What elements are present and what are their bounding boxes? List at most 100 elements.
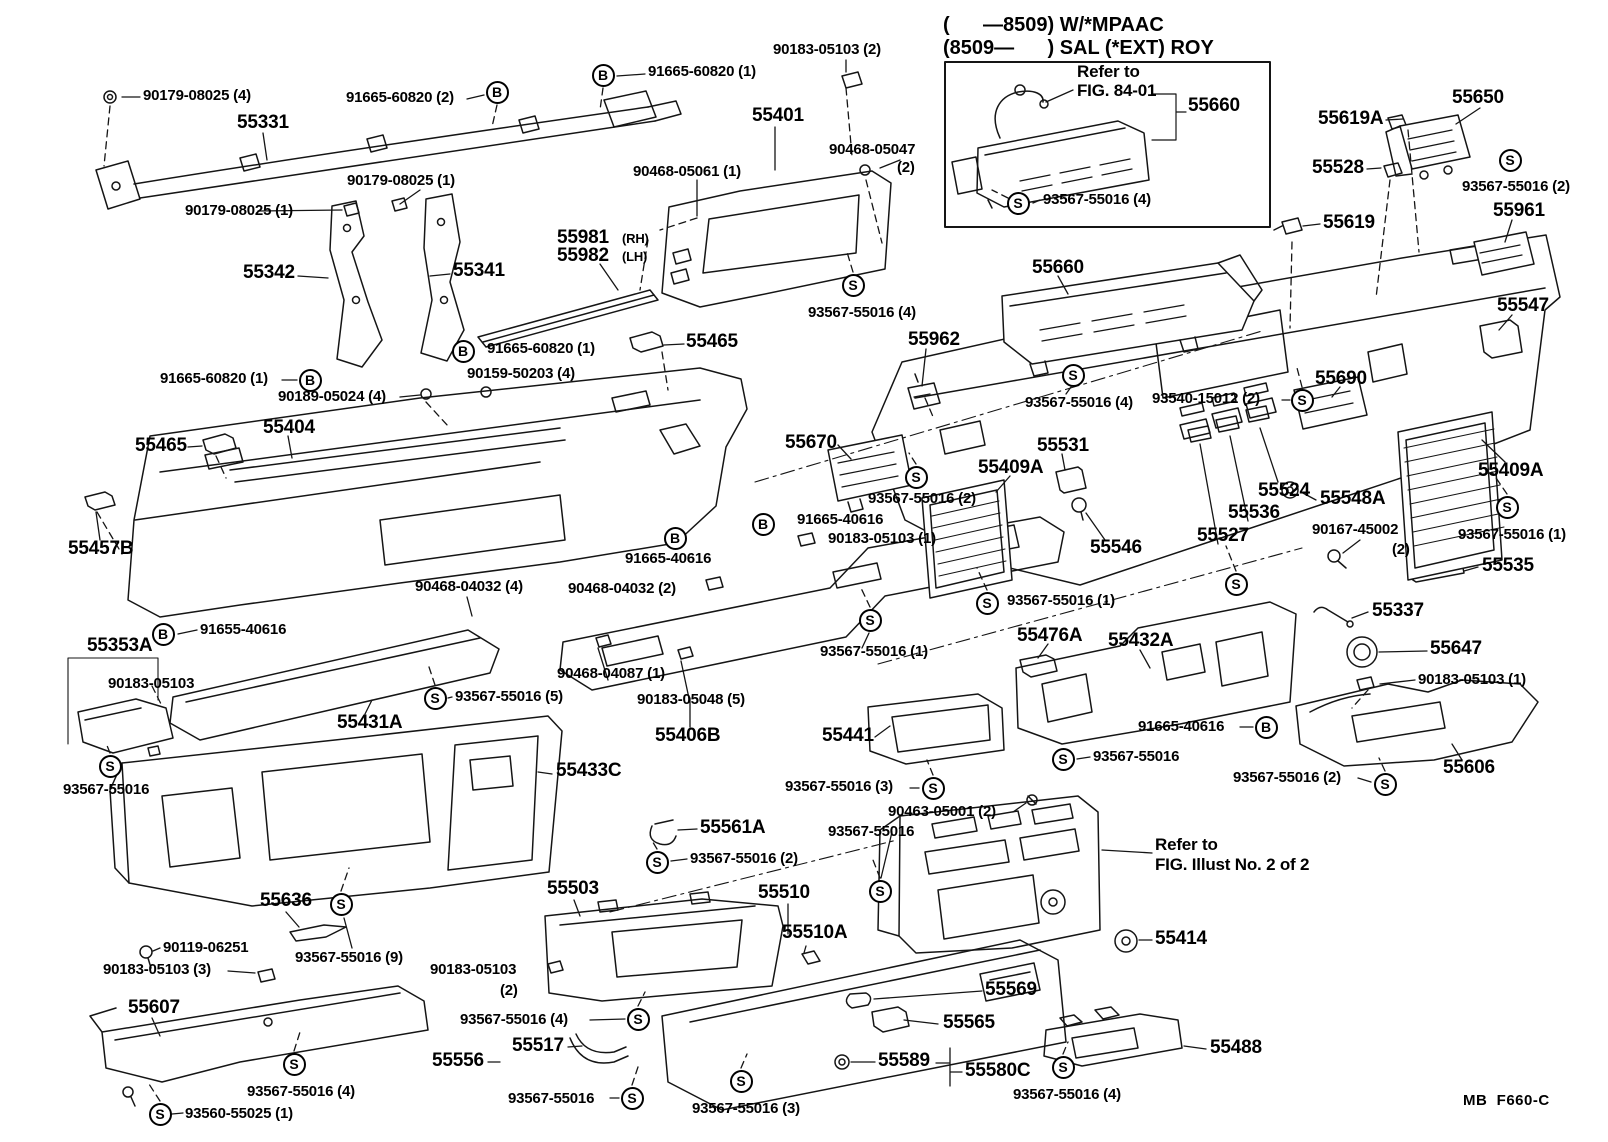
part-label: 55441 (822, 725, 874, 746)
screw-marker: S (1373, 772, 1397, 796)
part-label: 93567-55016 (1093, 748, 1180, 765)
part-label: 93560-55025 (1) (185, 1105, 293, 1122)
screw-marker: S (858, 608, 882, 632)
pocket-55441 (867, 693, 1005, 765)
lower-right-panel-55432a (1015, 601, 1297, 745)
part-label: 55531 (1037, 435, 1089, 456)
part-label: 55536 (1228, 502, 1280, 523)
part-label: 90119-06251 (163, 939, 249, 956)
speaker-grille-55409a-right (1397, 411, 1505, 581)
part-label: 55503 (547, 878, 599, 899)
part-label: 55650 (1452, 87, 1504, 108)
part-label: 91655-40616 (200, 621, 287, 638)
vent-55690 (1293, 376, 1368, 430)
rail-55981-55982 (477, 289, 659, 348)
screw-marker: S (1498, 148, 1522, 172)
part-label: 55406B (655, 725, 721, 746)
part-label: 55488 (1210, 1037, 1262, 1058)
part-label: 55527 (1197, 525, 1249, 546)
variant-note-line2: (8509— ) SAL (*EXT) ROY (943, 37, 1214, 59)
part-label: 91665-60820 (1) (487, 340, 595, 357)
part-label: 55465 (135, 435, 187, 456)
part-label: 90189-05024 (4) (278, 388, 386, 405)
screw-marker: S (729, 1069, 753, 1093)
part-label: 55961 (1493, 200, 1545, 221)
glove-box-55503 (544, 891, 784, 1002)
part-label: 55606 (1443, 757, 1495, 778)
bolt-marker: B (298, 368, 322, 392)
screw-marker: S (282, 1052, 306, 1076)
part-label: 91665-40616 (797, 511, 884, 528)
part-label: 55331 (237, 112, 289, 133)
part-label: 91665-60820 (1) (160, 370, 268, 387)
bolt-marker: B (663, 526, 687, 550)
part-label: Refer to (1077, 62, 1140, 81)
screw-marker: S (1290, 388, 1314, 412)
part-label: FIG. Illust No. 2 of 2 (1155, 855, 1310, 874)
screw-marker: S (1051, 747, 1075, 771)
part-label: 90183-05103 (430, 961, 517, 978)
part-label: 55409A (978, 457, 1044, 478)
dashed-leaders (96, 87, 1508, 1102)
part-label: (2) (897, 159, 915, 176)
part-label: 55535 (1482, 555, 1534, 576)
part-label: 55647 (1430, 638, 1482, 659)
part-label: 55690 (1315, 368, 1367, 389)
part-label: 55465 (686, 331, 738, 352)
bolt-marker: B (591, 63, 615, 87)
part-label: 55432A (1108, 630, 1174, 651)
part-label: 55607 (128, 997, 180, 1018)
part-label: 90468-04032 (4) (415, 578, 523, 595)
part-label: 93567-55016 (828, 823, 915, 840)
part-label: 90468-05061 (1) (633, 163, 741, 180)
screw-marker: S (645, 850, 669, 874)
part-label: 93567-55016 (2) (1462, 178, 1570, 195)
part-label: 93567-55016 (508, 1090, 595, 1107)
trim-55607 (89, 924, 429, 1107)
construction-lines (609, 330, 1303, 913)
part-label: 90159-50203 (4) (467, 365, 575, 382)
part-label: 90183-05103 (1) (1418, 671, 1526, 688)
tray-55488 (1043, 1006, 1183, 1067)
side-vent-55650 (1385, 114, 1471, 180)
part-label: 55561A (700, 817, 766, 838)
screw-marker: S (921, 776, 945, 800)
part-label: 90179-08025 (1) (347, 172, 455, 189)
speaker-grille-55409a-left (921, 479, 1013, 599)
part-label: 55981 (557, 227, 609, 248)
part-label: 90463-05001 (2) (888, 803, 996, 820)
part-label: 90183-05103 (1) (828, 530, 936, 547)
part-label: 55409A (1478, 460, 1544, 481)
part-label: 55660 (1032, 257, 1084, 278)
part-label: 90167-45002 (1312, 521, 1399, 538)
vent-slats (837, 129, 1523, 488)
bolt-marker: B (451, 339, 475, 363)
screw-marker: S (423, 686, 447, 710)
part-label: 55517 (512, 1035, 564, 1056)
part-label: 55548A (1320, 488, 1386, 509)
part-label: 55342 (243, 262, 295, 283)
part-label: 55510A (782, 922, 848, 943)
part-label: 91665-40616 (1138, 718, 1225, 735)
screw-marker: S (975, 591, 999, 615)
part-label: 55476A (1017, 625, 1083, 646)
part-label: 55636 (260, 890, 312, 911)
part-label: 55565 (943, 1012, 995, 1033)
part-label: Refer to (1155, 835, 1218, 854)
part-label: 55510 (758, 882, 810, 903)
part-label: 90179-08025 (4) (143, 87, 251, 104)
screw-marker: S (868, 879, 892, 903)
screw-marker: S (1224, 572, 1248, 596)
part-label: 90468-05047 (829, 141, 916, 158)
part-label: 93567-55016 (4) (247, 1083, 355, 1100)
part-label: 90183-05048 (5) (637, 691, 745, 708)
screw-marker: S (1495, 495, 1519, 519)
part-label: 55547 (1497, 295, 1549, 316)
part-label: 93567-55016 (4) (1013, 1086, 1121, 1103)
part-label: 55524 (1258, 480, 1310, 501)
under-cover-55606 (1295, 606, 1539, 767)
part-label: 91665-60820 (1) (648, 63, 756, 80)
part-label: 90183-05103 (2) (773, 41, 881, 58)
part-label: 55556 (432, 1050, 484, 1071)
